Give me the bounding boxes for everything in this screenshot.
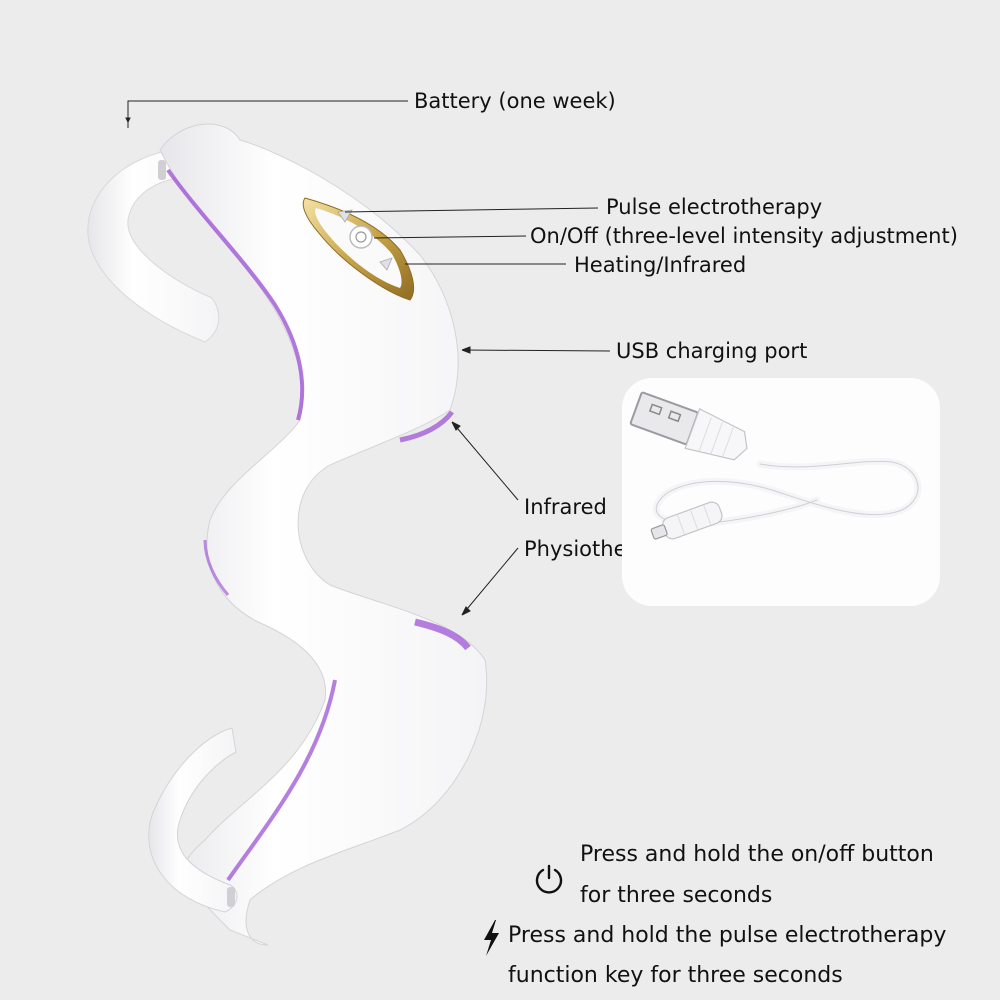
purple-edge-bottom [226,679,337,882]
control-panel [302,197,415,301]
purple-edge-middle [399,410,454,443]
pulse-button-icon[interactable] [337,209,353,223]
lightning-icon [480,918,502,958]
power-icon [532,862,566,896]
power-instruction-line2: for three seconds [580,883,773,908]
micro-usb-plug [650,501,723,540]
usb-callout: USB charging port [616,339,808,363]
purple-edge-upper [166,168,305,421]
pulse-instruction-line2: function key for three seconds [508,963,843,988]
onoff-button[interactable] [349,225,373,249]
heating-button-icon[interactable] [379,257,393,271]
upper-hinge [158,160,166,180]
usb-cable-card [622,378,940,606]
onoff-callout: On/Off (three-level intensity adjustment… [530,226,958,247]
lower-ear-hook [148,727,238,913]
heating-callout: Heating/Infrared [574,253,747,277]
usb-a-plug [629,391,748,461]
usb-cable-image [629,391,922,540]
battery-callout: Battery (one week) [414,89,616,113]
lower-hinge [227,887,235,907]
pulse-instruction-line1: Press and hold the pulse electrotherapy [508,923,947,948]
device-main-body [159,123,488,946]
purple-edge-lower [414,618,471,651]
infrared-callout-line1: Infrared [524,495,607,519]
pulse-callout: Pulse electrotherapy [606,195,823,219]
onoff-label: On/Off [530,224,598,248]
purple-edge-middle-left [203,539,230,596]
upper-ear-hook [87,149,220,343]
power-instruction-line1: Press and hold the on/off button [580,842,934,867]
leader-lines [125,100,611,616]
onoff-detail: (three-level intensity adjustment) [604,224,958,248]
